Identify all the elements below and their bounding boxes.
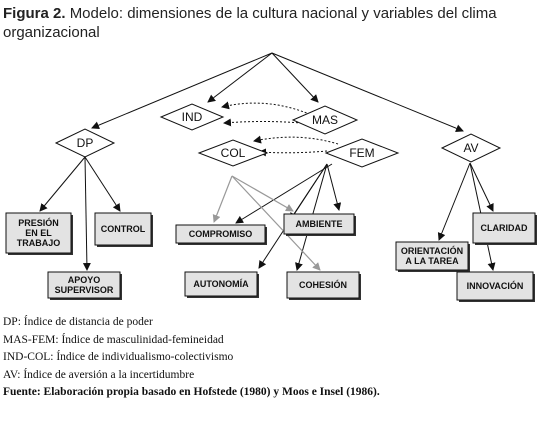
edge-dp-apoyo — [82, 156, 91, 271]
node-col: COL — [197, 139, 269, 167]
node-av: AV — [440, 133, 502, 163]
edge-fem-compromiso — [235, 163, 333, 224]
dotted-fem-col-upper — [253, 135, 339, 145]
node-diamond — [197, 139, 269, 167]
edge-col-compromiso — [212, 175, 233, 223]
node-label: IND — [182, 110, 203, 124]
box-control: CONTROL — [94, 212, 153, 247]
source-note: Fuente: Elaboración propia basado en Hof… — [3, 386, 380, 398]
box-rect — [286, 271, 360, 299]
box-rect — [456, 271, 534, 301]
box-label-line: PRESIÓN — [18, 217, 59, 228]
edge-av-claridad — [469, 162, 494, 212]
node-label: FEM — [349, 146, 374, 160]
edge-dp-control — [84, 156, 121, 212]
node-label: DP — [77, 136, 94, 150]
caption-label: Figura 2. — [3, 5, 66, 22]
dimension-nodes: DP IND MAS COL FEM AV — [54, 103, 502, 168]
box-claridad: CLARIDAD — [472, 212, 537, 245]
box-label-line: APOYO — [68, 275, 101, 285]
edge-dp-presion — [39, 156, 86, 212]
dotted-fem-col-lower — [258, 148, 328, 157]
box-rect — [283, 213, 355, 235]
node-label: COL — [221, 146, 246, 160]
box-ambiente: AMBIENTE — [283, 213, 356, 236]
box-innovacion: INNOVACIÓN — [456, 271, 535, 302]
figure-caption: Figura 2. Modelo: dimensiones de la cult… — [3, 4, 548, 42]
caption-text: Modelo: dimensiones de la cultura nacion… — [3, 5, 497, 41]
node-diamond — [324, 138, 400, 168]
box-rect — [175, 224, 266, 244]
dotted-mas-ind-lower — [223, 118, 303, 127]
box-label-line: CONTROL — [101, 224, 146, 234]
node-label: MAS — [312, 113, 338, 127]
node-diamond — [54, 128, 116, 158]
box-label-line: TRABAJO — [17, 238, 61, 248]
box-compromiso: COMPROMISO — [175, 224, 267, 245]
box-label-line: SUPERVISOR — [55, 285, 114, 295]
box-rect — [472, 212, 536, 244]
node-dp: DP — [54, 128, 116, 158]
legend: DP: Índice de distancia de poder MAS-FEM… — [3, 314, 380, 402]
node-mas: MAS — [291, 105, 359, 135]
box-rect — [94, 212, 152, 246]
box-autonomia: AUTONOMÍA — [184, 271, 259, 298]
legend-item-av: AV: Índice de aversión a la incertidumbr… — [3, 368, 195, 381]
box-label-line: AMBIENTE — [296, 219, 343, 229]
edge-apex-mas — [271, 52, 319, 103]
box-rect — [395, 241, 469, 271]
legend-item-dp: DP: Índice de distancia de poder — [3, 316, 153, 328]
node-fem: FEM — [324, 138, 400, 168]
col-connector-lines — [212, 175, 321, 271]
edge-apex-ind — [207, 52, 273, 103]
box-label-line: EN EL — [25, 228, 52, 238]
box-cohesion: COHESIÓN — [286, 271, 361, 300]
node-ind: IND — [159, 103, 225, 131]
box-label-line: AUTONOMÍA — [193, 279, 249, 289]
box-rect — [47, 271, 121, 299]
box-label-line: COHESIÓN — [299, 279, 347, 290]
box-label-line: COMPROMISO — [189, 229, 253, 239]
legend-item-ind-col: IND-COL: Índice de individualismo-colect… — [3, 351, 234, 363]
box-rect — [184, 271, 258, 297]
box-label-line: CLARIDAD — [481, 223, 528, 233]
box-rect — [5, 212, 72, 254]
node-label: AV — [463, 141, 478, 155]
edge-apex-dp — [91, 52, 273, 129]
edge-col-cohesion — [231, 175, 321, 271]
node-diamond — [291, 105, 359, 135]
box-label-line: A LA TAREA — [405, 256, 459, 266]
edge-av-orientacion — [437, 162, 471, 241]
legend-item-mas-fem: MAS-FEM: Índice de masculinidad-femineid… — [3, 333, 224, 346]
node-diamond — [440, 133, 502, 163]
edge-col-ambiente — [231, 175, 294, 212]
box-label-line: INNOVACIÓN — [467, 280, 524, 291]
edge-apex-av — [271, 52, 464, 133]
node-diamond — [159, 103, 225, 131]
box-label-line: ORIENTACIÓN — [401, 245, 463, 256]
edge-fem-ambiente2 — [326, 163, 342, 211]
dotted-mas-ind-upper — [221, 101, 315, 117]
